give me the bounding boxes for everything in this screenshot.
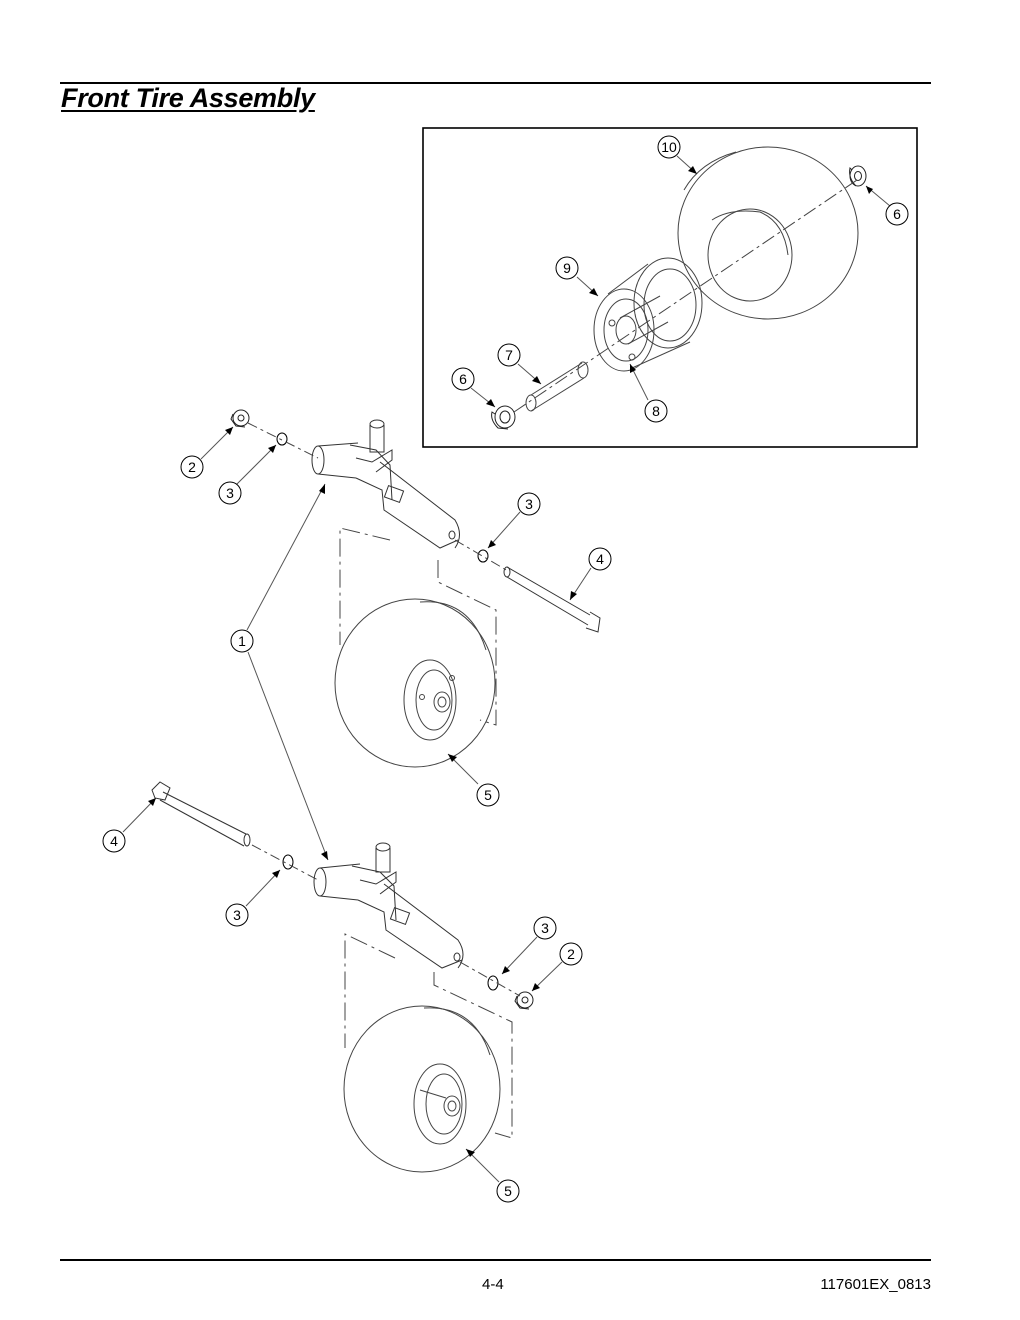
lower-bolt-centerline <box>251 844 521 997</box>
upper-nut-part-2 <box>230 409 250 428</box>
svg-text:4: 4 <box>596 551 604 567</box>
svg-text:3: 3 <box>541 920 549 936</box>
upper-dash-frame <box>339 527 497 726</box>
callout-10: 10 <box>657 135 681 159</box>
inset-frame <box>422 127 918 448</box>
callout-2-bottom: 2 <box>559 942 583 966</box>
inset-spacer-part-7 <box>525 361 589 412</box>
svg-text:3: 3 <box>525 496 533 512</box>
inset-tire-part-10 <box>677 146 859 320</box>
lower-bolt-part-4 <box>151 781 251 847</box>
svg-text:2: 2 <box>188 459 196 475</box>
top-rule <box>60 82 931 84</box>
callout-6-inset-right: 6 <box>885 202 909 226</box>
inset-rim-part-9 <box>593 257 703 372</box>
svg-text:3: 3 <box>233 907 241 923</box>
callout-6-inset-left: 6 <box>451 367 475 391</box>
svg-text:4: 4 <box>110 833 118 849</box>
document-code: 117601EX_0813 <box>820 1276 931 1293</box>
callout-5-top: 5 <box>476 783 500 807</box>
callout-4-top: 4 <box>588 547 612 571</box>
callout-3-top-left: 3 <box>218 481 242 505</box>
callout-8: 8 <box>644 399 668 423</box>
svg-text:6: 6 <box>459 371 467 387</box>
callout-3-top-right: 3 <box>517 492 541 516</box>
inset-bearing-part-6-left <box>491 405 516 430</box>
callout-4-bottom: 4 <box>102 829 126 853</box>
callout-9: 9 <box>555 256 579 280</box>
svg-text:2: 2 <box>567 946 575 962</box>
callout-leader-lines <box>122 155 891 1183</box>
inset-bearing-part-6-right <box>849 165 867 187</box>
svg-text:10: 10 <box>661 139 677 155</box>
svg-text:5: 5 <box>504 1183 512 1199</box>
callout-2-top: 2 <box>180 455 204 479</box>
callout-3-bottom-right: 3 <box>533 916 557 940</box>
upper-washer-part-3-left <box>276 432 288 446</box>
callout-bubbles: 10 6 9 7 6 8 2 3 3 4 1 5 4 3 3 2 5 <box>102 135 909 1203</box>
callout-1: 1 <box>230 629 254 653</box>
svg-text:3: 3 <box>226 485 234 501</box>
lower-wheel-part-5 <box>343 1005 501 1173</box>
callout-7: 7 <box>497 343 521 367</box>
page-title: Front Tire Assembly <box>61 83 315 113</box>
svg-text:6: 6 <box>893 206 901 222</box>
svg-text:1: 1 <box>238 633 246 649</box>
leader-arrowheads <box>148 166 873 1157</box>
lower-nut-part-2 <box>514 991 534 1010</box>
upper-washer-part-3-right <box>477 549 489 563</box>
callout-3-bottom-left: 3 <box>225 903 249 927</box>
svg-text:7: 7 <box>505 347 513 363</box>
upper-bolt-centerline <box>247 422 509 572</box>
upper-caster-fork-part-1 <box>311 419 460 549</box>
svg-text:9: 9 <box>563 260 571 276</box>
page-number: 4-4 <box>482 1276 504 1293</box>
inset-axle-centerline <box>513 177 861 413</box>
callout-5-bottom: 5 <box>496 1179 520 1203</box>
svg-text:8: 8 <box>652 403 660 419</box>
bottom-rule <box>60 1259 931 1261</box>
svg-text:5: 5 <box>484 787 492 803</box>
upper-bolt-part-4 <box>503 566 601 633</box>
lower-caster-fork-part-1 <box>313 842 464 969</box>
upper-wheel-part-5 <box>334 598 496 768</box>
lower-dash-frame <box>344 933 513 1139</box>
